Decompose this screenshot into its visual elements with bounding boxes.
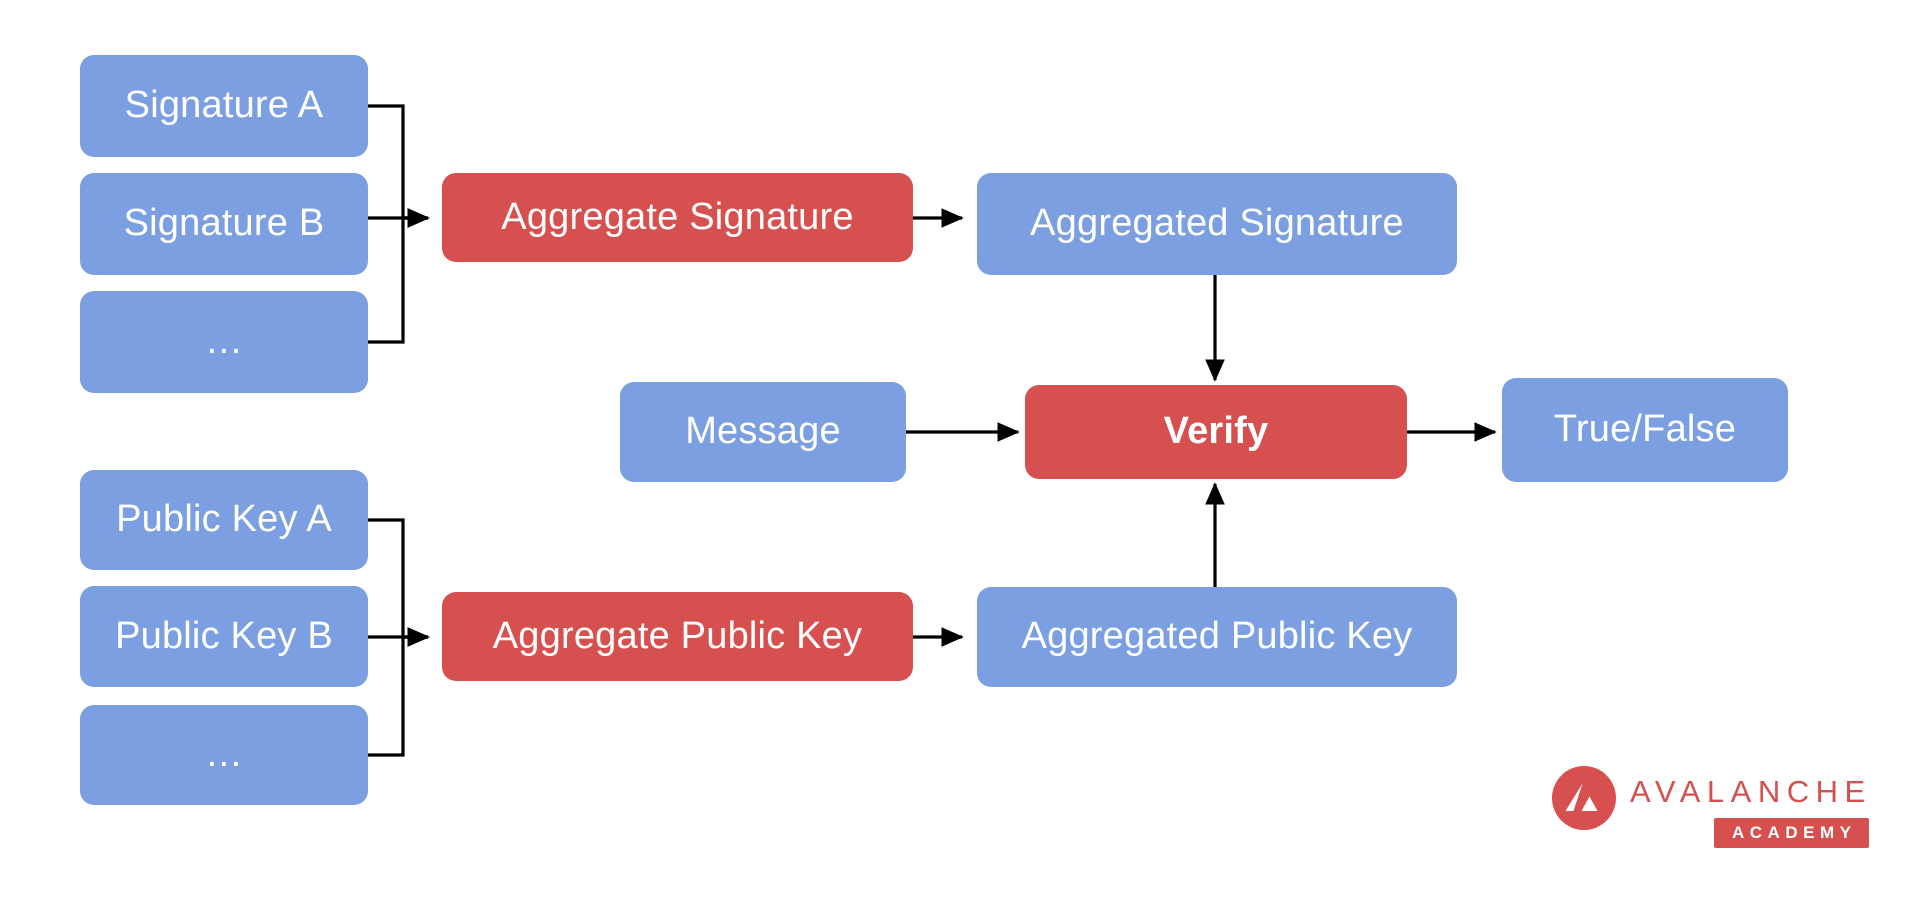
node-label: … — [204, 733, 244, 776]
edge-pk-a-to-aggregate — [368, 518, 430, 647]
avalanche-logo-icon — [1552, 766, 1616, 830]
node-label: Aggregated Signature — [1030, 202, 1404, 245]
node-label: Verify — [1163, 410, 1269, 453]
node-verify[interactable]: Verify — [1025, 385, 1407, 479]
node-label: Aggregate Signature — [501, 195, 854, 238]
avalanche-academy-logo: AVALANCHE ACADEMY — [1552, 760, 1892, 856]
node-label: Message — [685, 410, 841, 453]
logo-wordmark: AVALANCHE — [1630, 774, 1872, 809]
node-signature-b[interactable]: Signature B — [80, 173, 368, 275]
node-true-false[interactable]: True/False — [1502, 378, 1788, 482]
node-public-key-ellipsis[interactable]: … — [80, 705, 368, 805]
node-message[interactable]: Message — [620, 382, 906, 482]
avalanche-mountain-glyph — [1565, 783, 1598, 811]
edge-sig-a-to-aggregate — [368, 104, 430, 228]
node-label: Aggregated Public Key — [1021, 615, 1413, 658]
node-aggregate-public-key[interactable]: Aggregate Public Key — [442, 592, 913, 681]
node-public-key-a[interactable]: Public Key A — [80, 470, 368, 570]
node-aggregated-signature[interactable]: Aggregated Signature — [977, 173, 1457, 275]
node-label: Signature B — [123, 202, 325, 245]
node-label: Public Key B — [115, 614, 333, 657]
node-public-key-b[interactable]: Public Key B — [80, 586, 368, 687]
node-aggregated-public-key[interactable]: Aggregated Public Key — [977, 587, 1457, 687]
node-label: Signature A — [124, 84, 324, 127]
node-signature-a[interactable]: Signature A — [80, 55, 368, 157]
node-label: Public Key A — [116, 498, 332, 541]
node-label: Aggregate Public Key — [492, 614, 863, 657]
node-aggregate-signature[interactable]: Aggregate Signature — [442, 173, 913, 262]
edge-sig-more-to-aggregate — [368, 208, 430, 344]
node-signature-ellipsis[interactable]: … — [80, 291, 368, 393]
logo-academy-badge: ACADEMY — [1714, 818, 1870, 848]
node-label: … — [204, 320, 244, 363]
edge-pk-more-to-aggregate — [368, 627, 430, 757]
node-label: True/False — [1553, 408, 1737, 451]
